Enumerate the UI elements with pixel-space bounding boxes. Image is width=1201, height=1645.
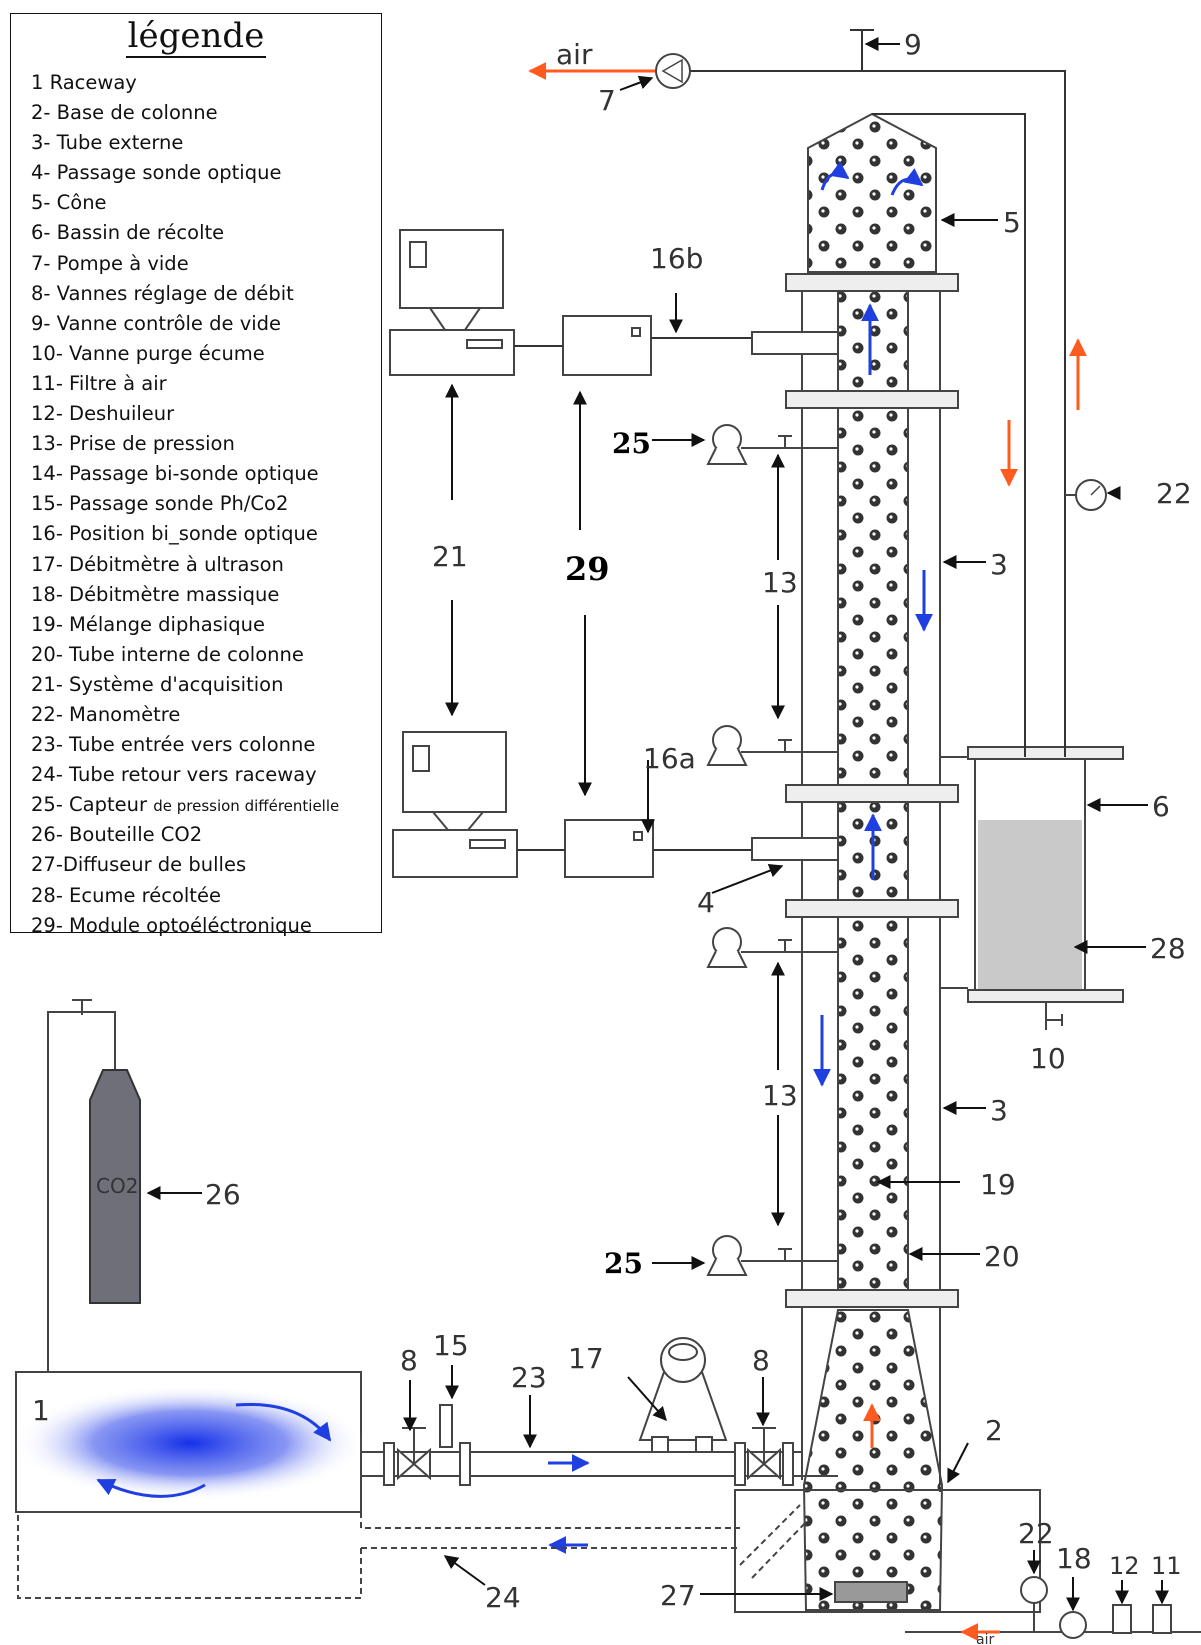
legend-item: 18- Débitmètre massique xyxy=(31,582,280,606)
inlet-tube xyxy=(361,1451,838,1477)
label-air-top: air xyxy=(556,38,593,71)
legend-item: 26- Bouteille CO2 xyxy=(31,823,203,847)
label-27: 27 xyxy=(660,1579,696,1612)
label-23: 23 xyxy=(511,1361,547,1394)
bubble-diffuser xyxy=(834,1581,908,1603)
label-8-left: 8 xyxy=(400,1344,418,1377)
label-2: 2 xyxy=(985,1414,1003,1447)
label-25-top: 25 xyxy=(612,427,651,460)
label-1: 1 xyxy=(32,1394,50,1427)
legend-item: 14- Passage bi-sonde optique xyxy=(31,462,319,486)
vacuum-line xyxy=(690,29,1066,757)
cone-head xyxy=(807,112,937,273)
label-11: 11 xyxy=(1151,1552,1182,1580)
label-9: 9 xyxy=(904,28,922,61)
legend-item: 8- Vannes réglage de débit xyxy=(31,281,294,305)
label-13-bottom: 13 xyxy=(762,1079,798,1112)
computer-top xyxy=(389,229,515,376)
legend-item: 29- Module optoéléctronique xyxy=(31,913,312,937)
label-16a: 16a xyxy=(643,742,696,775)
legend-item: 4- Passage sonde optique xyxy=(31,161,282,185)
label-29: 29 xyxy=(565,550,610,588)
optical-probe-port-bottom xyxy=(751,837,839,861)
legend-item: 13- Prise de pression xyxy=(31,432,235,456)
legend-item: 16- Position bi_sonde optique xyxy=(31,522,318,546)
label-10: 10 xyxy=(1030,1042,1066,1075)
label-16b: 16b xyxy=(650,242,703,275)
legend-item: 12- Deshuileur xyxy=(31,402,175,426)
label-15: 15 xyxy=(433,1329,469,1362)
legend-list: 1 Raceway 2- Base de colonne 3- Tube exter… xyxy=(31,68,339,941)
foam-purge-valve xyxy=(1045,1002,1063,1030)
ultrasonic-flowmeter xyxy=(638,1337,728,1453)
legend-item: 20- Tube interne de colonne xyxy=(31,642,304,666)
label-4: 4 xyxy=(697,886,715,919)
label-13-top: 13 xyxy=(762,566,798,599)
legend-item: 22- Manomètre xyxy=(31,702,181,726)
label-co2: CO2 xyxy=(96,1174,138,1198)
legend-item: 15- Passage sonde Ph/Co2 xyxy=(31,492,289,516)
label-3-top: 3 xyxy=(990,548,1008,581)
legend-item: 25- Capteur de pression différentielle xyxy=(31,793,340,817)
legend-item: 3- Tube externe xyxy=(31,131,184,155)
legend-item: 1 Raceway xyxy=(31,71,137,94)
legend-item: 11- Filtre à air xyxy=(31,371,167,395)
legend-item: 28- Ecume récoltée xyxy=(31,883,221,907)
base-box xyxy=(734,1489,1041,1613)
flow-valves xyxy=(383,1404,794,1486)
label-17: 17 xyxy=(568,1342,604,1375)
label-24: 24 xyxy=(485,1581,521,1614)
optoelectronic-module-bottom xyxy=(564,819,654,878)
pressure-sensors xyxy=(706,424,838,1276)
label-3-bottom: 3 xyxy=(990,1094,1008,1127)
legend-item: 27-Diffuseur de bulles xyxy=(31,853,247,877)
label-25-bottom: 25 xyxy=(604,1247,643,1280)
label-26: 26 xyxy=(205,1178,241,1211)
co2-bottle xyxy=(47,999,141,1372)
legend-item: 7- Pompe à vide xyxy=(31,251,189,275)
legend-item: 6- Bassin de récolte xyxy=(31,221,225,245)
optoelectronic-module-top xyxy=(562,315,652,376)
legend-item: 10- Vanne purge écume xyxy=(31,341,265,365)
air-supply-line xyxy=(905,1576,1201,1639)
legend-item: 24- Tube retour vers raceway xyxy=(31,763,317,787)
label-18: 18 xyxy=(1056,1542,1092,1575)
legend-item: 5- Cône xyxy=(31,191,107,215)
column-base xyxy=(802,1309,944,1611)
label-5: 5 xyxy=(1003,206,1021,239)
label-6: 6 xyxy=(1152,790,1170,823)
label-8-right: 8 xyxy=(752,1344,770,1377)
label-12: 12 xyxy=(1109,1552,1140,1580)
legend-item: 9- Vanne contrôle de vide xyxy=(31,311,282,335)
legend-item: 2- Base de colonne xyxy=(31,101,218,125)
legend-item: 23- Tube entrée vers colonne xyxy=(31,733,316,757)
column-flanges xyxy=(785,273,959,1308)
label-22-bottom: 22 xyxy=(1018,1517,1054,1550)
legend-box: légende 1 Raceway 2- Base de colonne 3- Tu… xyxy=(10,13,382,937)
label-28: 28 xyxy=(1150,932,1186,965)
label-21: 21 xyxy=(432,540,468,573)
harvested-foam xyxy=(978,820,1082,990)
legend-title: légende xyxy=(125,16,267,58)
return-tube xyxy=(17,1504,809,1599)
label-19: 19 xyxy=(980,1168,1016,1201)
legend-item: 21- Système d'acquisition xyxy=(31,672,284,696)
label-7: 7 xyxy=(598,84,616,117)
legend-item: 17- Débitmètre à ultrason xyxy=(31,552,284,576)
vacuum-pump xyxy=(655,53,691,89)
computer-bottom xyxy=(392,731,518,878)
label-22-top: 22 xyxy=(1156,477,1192,510)
legend-item: 19- Mélange diphasique xyxy=(31,612,265,636)
label-20: 20 xyxy=(984,1240,1020,1273)
label-air-bottom: air xyxy=(976,1632,994,1645)
optical-probe-port-top xyxy=(751,331,839,355)
